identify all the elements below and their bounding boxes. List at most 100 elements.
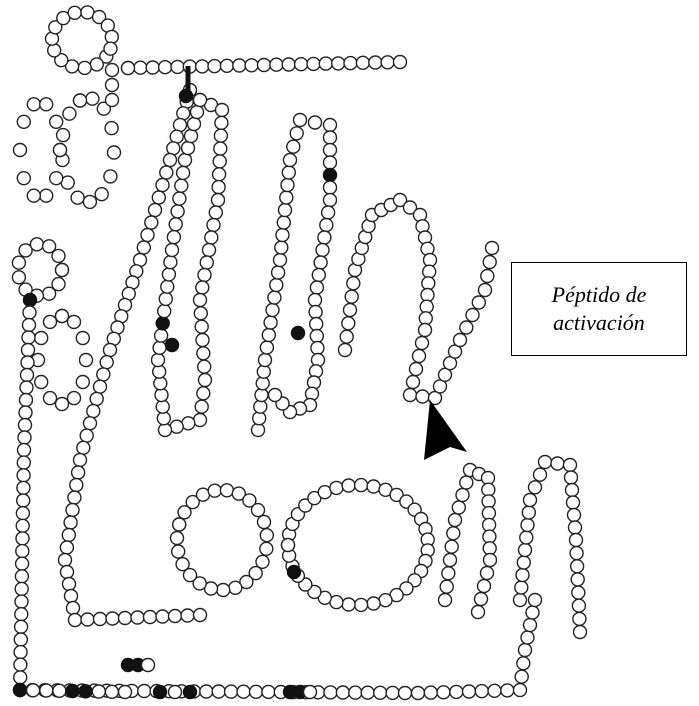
residue [344, 57, 357, 70]
residue [213, 155, 226, 168]
residue [394, 56, 407, 69]
residue [324, 156, 337, 169]
residue [482, 507, 495, 520]
residue [22, 344, 35, 357]
residue [44, 315, 57, 328]
residue [567, 496, 580, 509]
residue [158, 305, 171, 318]
residue [259, 354, 272, 367]
residue [81, 613, 94, 626]
residue [356, 56, 369, 69]
residue [205, 231, 218, 244]
residue [217, 584, 230, 597]
residue [171, 205, 184, 218]
residue [177, 166, 190, 179]
residue [173, 518, 186, 531]
residue [290, 127, 303, 140]
residue [160, 166, 173, 179]
residue [486, 242, 499, 255]
residue [254, 400, 267, 413]
residue [144, 611, 157, 624]
residue [264, 316, 277, 329]
residue [452, 501, 465, 514]
residue [106, 612, 119, 625]
residue [14, 633, 27, 646]
residue [272, 266, 285, 279]
residue [105, 685, 118, 698]
residue [14, 144, 27, 157]
residue [40, 684, 53, 697]
residue [369, 56, 382, 69]
residue [14, 658, 27, 671]
residue [445, 540, 458, 553]
residue [336, 686, 349, 699]
residue [68, 6, 81, 19]
residue [444, 554, 457, 567]
residue [72, 466, 85, 479]
residue [63, 107, 76, 120]
residue [159, 292, 172, 305]
residue [155, 389, 168, 402]
residue [63, 578, 76, 591]
residue [100, 356, 113, 369]
residue [355, 598, 368, 611]
residue [410, 363, 423, 376]
residue [295, 58, 308, 71]
residue [149, 204, 162, 217]
residue [182, 142, 195, 155]
residue [374, 686, 387, 699]
residue [213, 168, 226, 181]
residue [307, 57, 320, 70]
residue [225, 685, 238, 698]
marked-residue [166, 339, 179, 352]
residue [167, 231, 180, 244]
residue [14, 646, 27, 659]
residue [281, 179, 294, 192]
residue [282, 58, 295, 71]
residue [270, 279, 283, 292]
residue [12, 271, 25, 284]
residue [12, 256, 25, 269]
residue [526, 606, 539, 619]
residue [449, 514, 462, 527]
residue [324, 144, 337, 157]
residue [94, 380, 107, 393]
residue [214, 129, 227, 142]
residue [199, 374, 212, 387]
residue [276, 229, 289, 242]
residue [324, 181, 337, 194]
residue [188, 118, 201, 131]
residue [320, 219, 333, 232]
residue [66, 504, 79, 517]
residue [153, 341, 166, 354]
residue [412, 687, 425, 700]
residue [282, 166, 295, 179]
residue [517, 556, 530, 569]
residue [340, 330, 353, 343]
residue [287, 140, 300, 153]
residue [92, 685, 105, 698]
residue [21, 369, 34, 382]
residue [65, 590, 78, 603]
residue [568, 509, 581, 522]
residue [258, 516, 271, 529]
residue [152, 354, 165, 367]
residue [214, 142, 227, 155]
residue [566, 484, 579, 497]
residue [60, 541, 73, 554]
residue [268, 291, 281, 304]
residue [571, 573, 584, 586]
residue [245, 59, 258, 72]
residue [23, 319, 36, 332]
residue [534, 468, 547, 481]
label-line-2: activación [553, 309, 645, 337]
residue [15, 608, 28, 621]
residue [104, 170, 117, 183]
residue [68, 491, 81, 504]
residue [322, 206, 335, 219]
residue [68, 392, 81, 405]
residue [50, 115, 63, 128]
marked-residue [184, 686, 197, 699]
residue [43, 287, 56, 300]
residue [173, 192, 186, 205]
